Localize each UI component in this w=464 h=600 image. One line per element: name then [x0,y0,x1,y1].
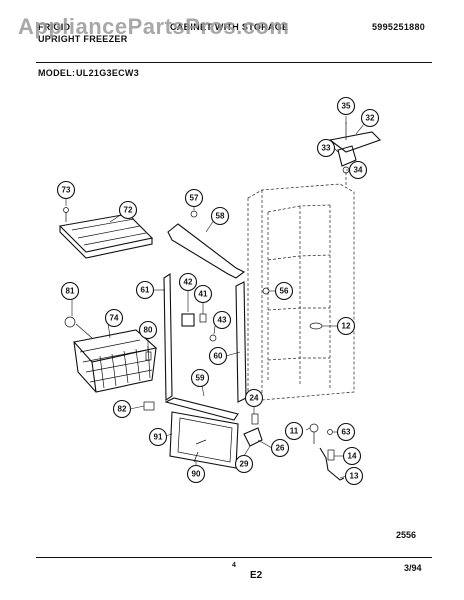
callout-73: 73 [56,180,76,200]
product-label: UPRIGHT FREEZER [38,34,128,44]
page-small-number: 4 [232,562,236,569]
callout-81: 81 [60,281,80,301]
callout-90: 90 [186,464,206,484]
callout-13: 13 [344,466,364,486]
revision-date: 3/94 [404,563,422,573]
svg-text:73: 73 [62,186,71,195]
callout-58: 58 [210,206,230,226]
svg-text:56: 56 [280,287,289,296]
svg-text:63: 63 [342,428,351,437]
callout-80: 80 [138,320,158,340]
callout-14: 14 [342,446,362,466]
svg-text:14: 14 [348,452,357,461]
callout-33: 33 [316,138,336,158]
callout-41: 41 [193,284,213,304]
door-gasket [163,210,247,421]
svg-text:82: 82 [118,405,127,414]
svg-text:72: 72 [124,206,133,215]
watermark: AppliancePartsPros.com [18,14,290,39]
svg-text:42: 42 [184,278,193,287]
svg-text:80: 80 [144,326,153,335]
callout-57: 57 [184,188,204,208]
svg-text:29: 29 [240,460,249,469]
footer-rule [36,557,432,558]
callout-43: 43 [212,310,232,330]
callout-91: 91 [148,427,168,447]
callout-11: 11 [284,421,304,441]
svg-text:13: 13 [350,472,359,481]
callout-26: 26 [270,438,290,458]
callout-29: 29 [234,454,254,474]
callout-24: 24 [244,388,264,408]
svg-text:12: 12 [342,322,351,331]
top-hinge-assembly [328,122,382,186]
storage-basket [64,316,158,393]
svg-text:26: 26 [276,444,285,453]
model-value: UL21G3ECW3 [76,68,140,78]
page-code: E2 [250,570,263,581]
svg-text:43: 43 [218,316,227,325]
section-title: CABINET WITH STORAGE [170,22,289,32]
svg-text:60: 60 [214,352,223,361]
thermostat-parts [181,313,217,342]
callout-82: 82 [112,399,132,419]
svg-text:81: 81 [66,287,75,296]
brand-label: FRIGID [38,22,71,32]
svg-text:35: 35 [342,102,351,111]
svg-text:33: 33 [322,144,331,153]
svg-text:57: 57 [190,194,199,203]
callout-74: 74 [104,308,124,328]
header-rule [36,62,432,63]
callout-61: 61 [135,280,155,300]
callout-56: 56 [274,281,294,301]
svg-text:34: 34 [354,166,363,175]
svg-text:91: 91 [154,433,163,442]
svg-text:41: 41 [199,290,208,299]
part-code: 5995251880 [372,22,426,32]
svg-text:24: 24 [250,394,259,403]
leader-lines [65,116,365,479]
callout-35: 35 [336,96,356,116]
svg-text:61: 61 [141,286,150,295]
bottom-hardware [193,287,345,481]
callout-42: 42 [178,272,198,292]
drawing-number: 2556 [396,530,417,540]
callout-60: 60 [208,346,228,366]
svg-text:58: 58 [216,212,225,221]
svg-text:90: 90 [192,470,201,479]
callout-32: 32 [360,108,380,128]
callout-34: 34 [348,160,368,180]
callout-59: 59 [190,368,210,388]
callout-72: 72 [118,200,138,220]
callout-12: 12 [336,316,356,336]
svg-text:11: 11 [290,427,299,436]
svg-text:59: 59 [196,374,205,383]
cabinet-outline [247,183,355,401]
svg-text:74: 74 [110,314,119,323]
shelf-panel [58,207,154,259]
callout-63: 63 [336,422,356,442]
model-label: MODEL: [38,68,76,78]
svg-text:32: 32 [366,114,375,123]
